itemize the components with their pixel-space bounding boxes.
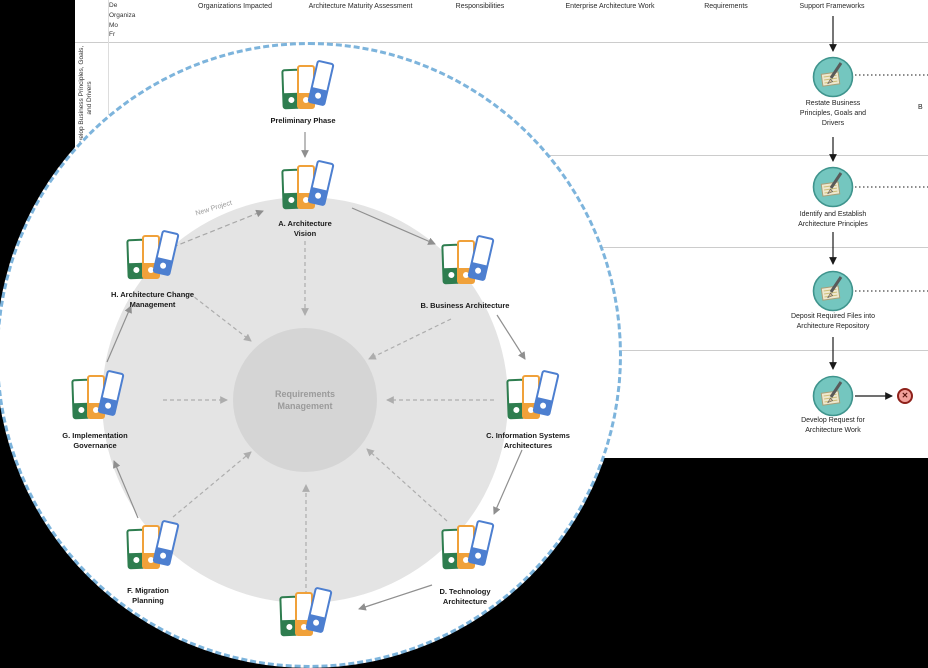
phase-preliminary-icons[interactable] <box>281 59 335 111</box>
column-header-requirements: Requirements <box>704 3 748 10</box>
phase-h-icons[interactable] <box>126 229 180 281</box>
phase-f-icons[interactable] <box>126 519 180 571</box>
column-header-support-frameworks: Support Frameworks <box>799 3 865 10</box>
task-identify-architecture-principles[interactable] <box>812 166 854 208</box>
corner-fragment: Mo <box>109 21 119 29</box>
lane-divider <box>75 42 928 43</box>
phase-label-a: A. Architecture Vision <box>278 219 332 239</box>
phase-label-h: H. Architecture Change Management <box>110 290 195 310</box>
task-label: Restate Business Principles, Goals and D… <box>799 100 867 128</box>
clipped-edge-label: B <box>918 104 923 111</box>
column-header-enterprise-architecture-work: Enterprise Architecture Work <box>565 3 655 10</box>
phase-label-d: D. Technology Architecture <box>439 587 491 607</box>
requirements-management-hub[interactable]: Requirements Management <box>233 328 377 472</box>
phase-label-b: B. Business Architecture <box>420 301 510 310</box>
phase-label-f: F. Migration Planning <box>127 586 169 606</box>
phase-b-icons[interactable] <box>441 234 495 286</box>
corner-fragment: De <box>109 2 118 9</box>
phase-g-icons[interactable] <box>71 369 125 421</box>
pencil-note-icon <box>829 62 843 79</box>
task-deposit-required-files[interactable] <box>812 270 854 312</box>
column-header-responsibilities: Responsibilities <box>455 3 505 10</box>
column-header-architecture-maturity-assessment: Architecture Maturity Assessment <box>308 3 413 10</box>
task-label: Identify and Establish Architecture Prin… <box>798 211 868 229</box>
phase-label-preliminary: Preliminary Phase <box>270 116 336 125</box>
phase-label-g: G. Implementation Governance <box>62 431 128 451</box>
clipped-corner-label: De Organiza Mo Fr <box>109 1 139 41</box>
magnifier-overlay[interactable]: Requirements Management <box>0 42 622 668</box>
phase-label-c: C. Information Systems Architectures <box>486 431 570 451</box>
pencil-note-icon <box>829 276 843 293</box>
task-restate-business-principles[interactable] <box>812 56 854 98</box>
phase-d-icons[interactable] <box>441 519 495 571</box>
phase-c-icons[interactable] <box>506 369 560 421</box>
phase-e-icons[interactable] <box>279 586 333 638</box>
corner-fragment: Organiza <box>109 11 136 19</box>
phase-a-icons[interactable] <box>281 159 335 211</box>
column-header-organizations-impacted: Organizations Impacted <box>198 3 272 10</box>
corner-fragment: Fr <box>109 31 116 39</box>
pencil-note-icon <box>829 172 843 189</box>
task-label: Deposit Required Files into Architecture… <box>790 313 876 331</box>
task-label: Develop Request for Architecture Work <box>801 417 865 435</box>
cancel-circle-icon[interactable] <box>897 388 913 404</box>
pencil-note-icon <box>829 381 843 398</box>
task-develop-request-architecture-work[interactable] <box>812 375 854 417</box>
binder-orange-icon <box>297 65 315 109</box>
